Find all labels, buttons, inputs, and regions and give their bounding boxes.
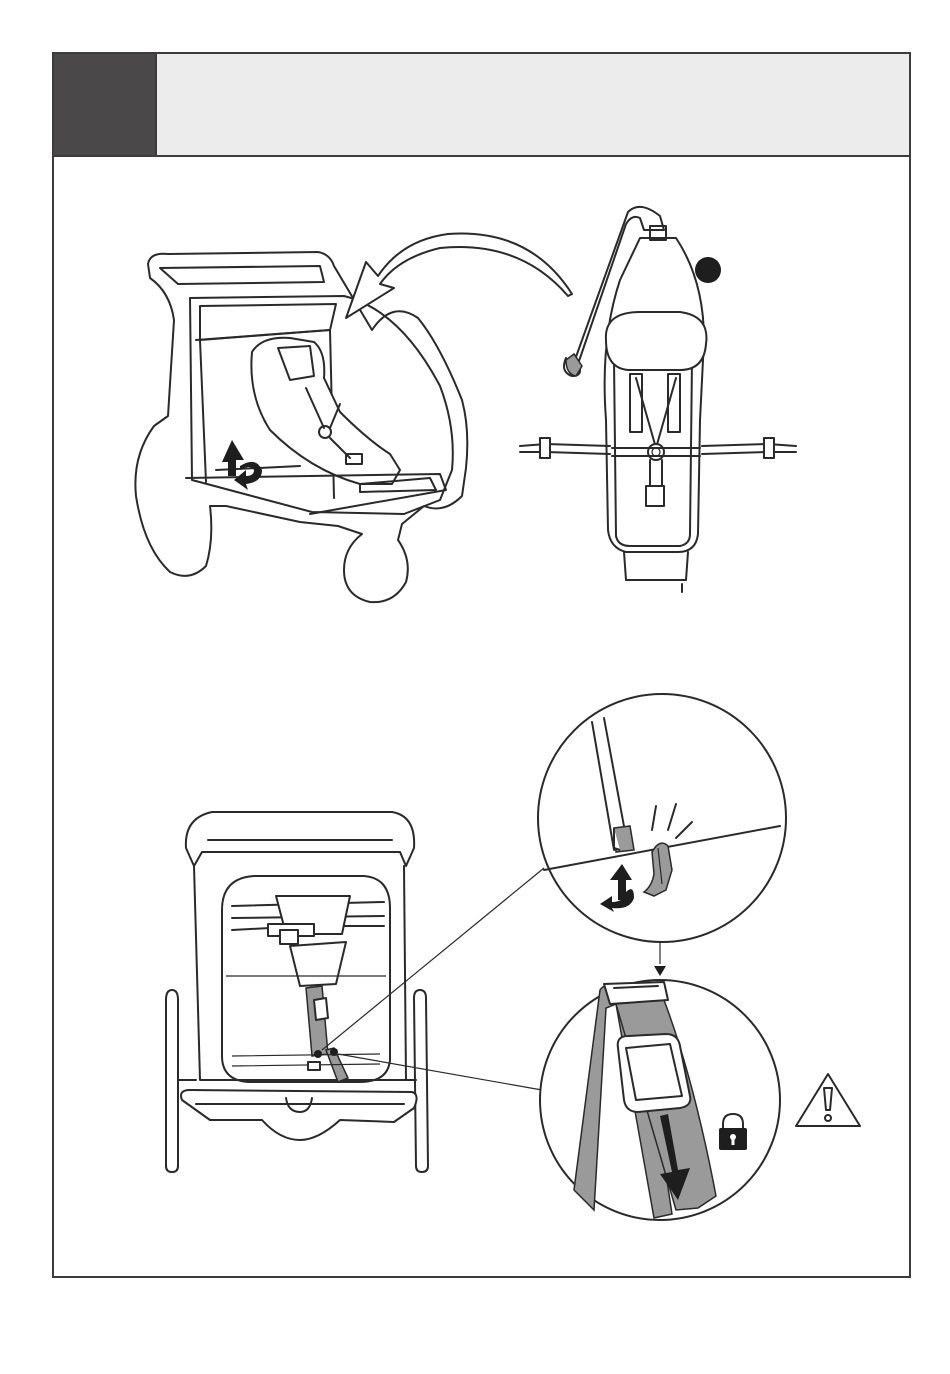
- stroller-front-view-illustration: [166, 812, 544, 1172]
- seat-insertion-illustration: [135, 234, 572, 603]
- warning-icon: [796, 1074, 860, 1126]
- marker-dot: [695, 257, 721, 283]
- clip-detail-illustration: [538, 694, 786, 976]
- seat-top-view-illustration: [520, 207, 796, 592]
- strap-detail-illustration: [540, 980, 780, 1220]
